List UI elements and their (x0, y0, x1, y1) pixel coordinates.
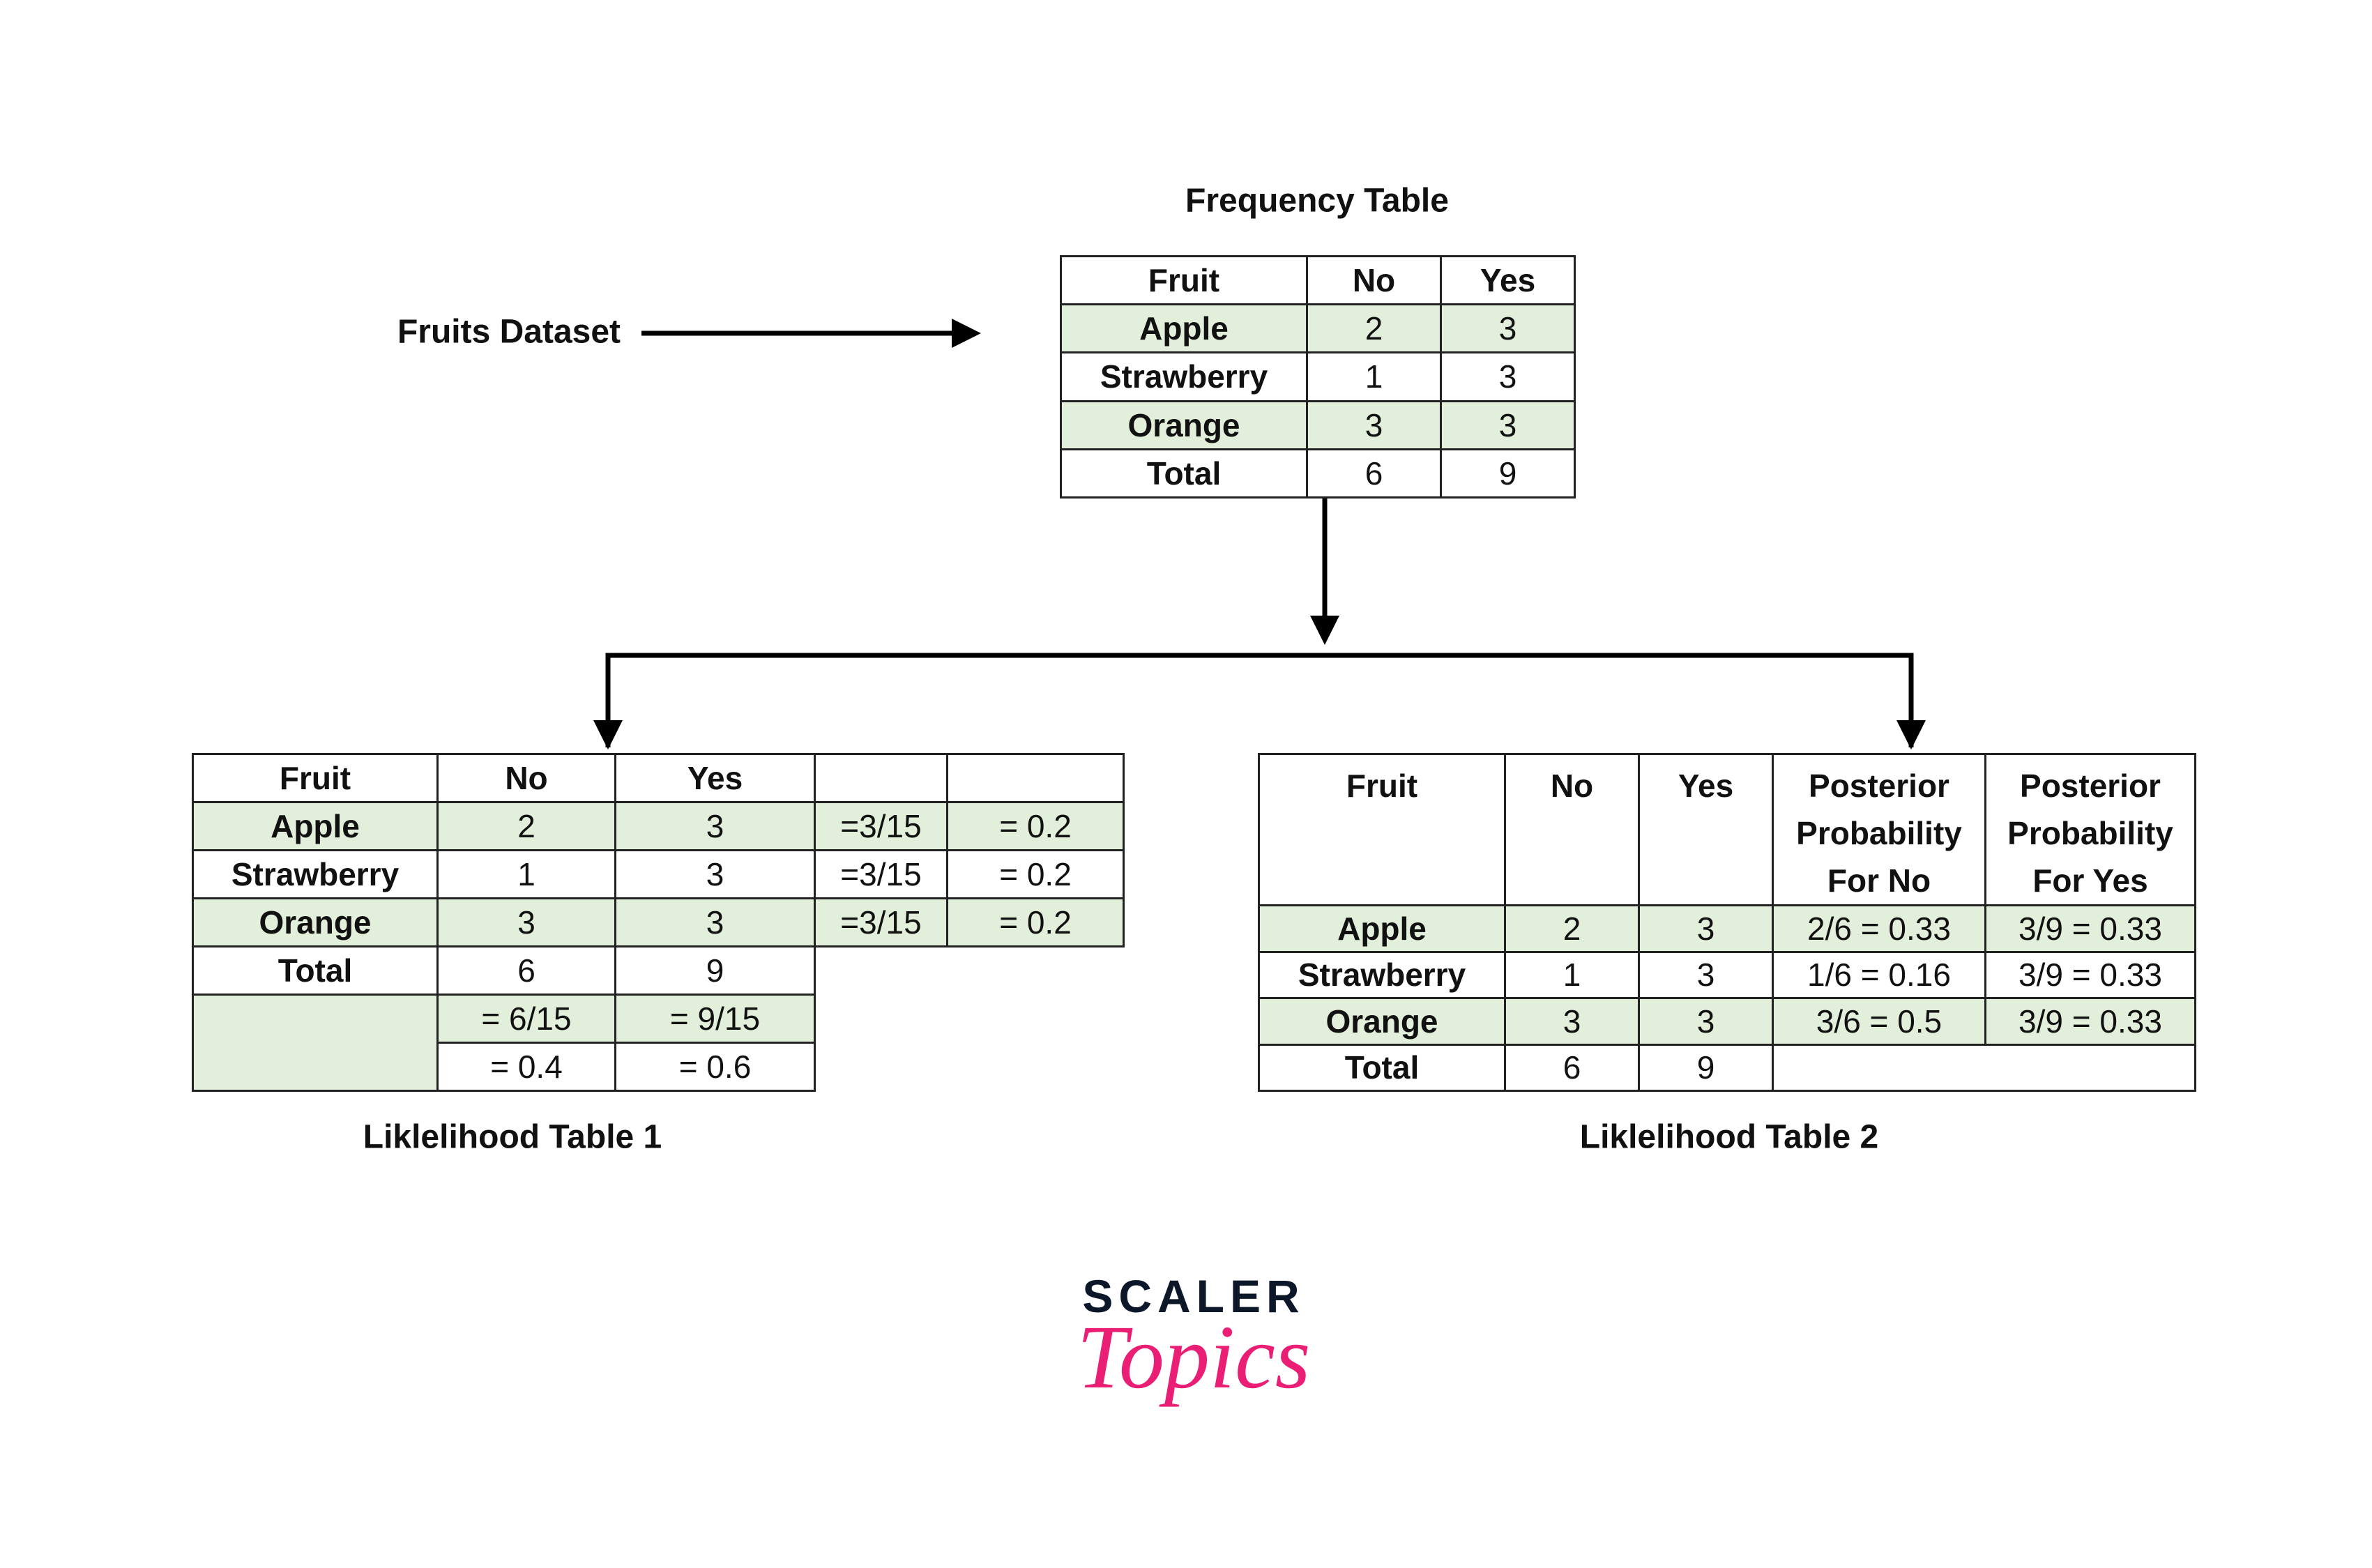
table-cell: 2 (1504, 904, 1640, 953)
row-label: Strawberry (1258, 950, 1506, 999)
row-label: Orange (1060, 399, 1308, 450)
likelihood-table-1-caption: Liklelihood Table 1 (363, 1118, 662, 1156)
prior-label-cell (192, 994, 439, 1092)
table-cell: 1 (1504, 950, 1640, 999)
table-cell: 9 (1638, 1043, 1774, 1092)
table-cell: 2/6 = 0.33 (1772, 904, 1986, 953)
fruits-dataset-label: Fruits Dataset (397, 313, 621, 351)
table-cell: 1 (1306, 351, 1442, 402)
row-label: Strawberry (1060, 351, 1308, 402)
table-cell: 3 (1440, 351, 1576, 402)
likelihood-table-2-caption: Liklelihood Table 2 (1579, 1118, 1879, 1156)
table-cell: 3 (1440, 399, 1576, 450)
table-cell: 3 (614, 801, 816, 851)
table-cell: 3/9 = 0.33 (1984, 950, 2196, 999)
table-cell: 6 (1504, 1043, 1640, 1092)
row-label: Orange (192, 897, 439, 947)
row-label: Apple (1258, 904, 1506, 953)
column-header: Yes (1638, 753, 1774, 906)
table-cell: 6 (436, 945, 616, 996)
column-header (814, 753, 948, 803)
table-cell: = 0.2 (946, 897, 1125, 947)
empty-cell (1772, 1043, 2196, 1092)
column-header: No (436, 753, 616, 803)
row-label: Total (192, 945, 439, 996)
table-cell: =3/15 (814, 849, 948, 899)
table-cell: 2 (1306, 303, 1442, 354)
table-cell: = 0.2 (946, 801, 1125, 851)
table-cell: 3/9 = 0.33 (1984, 997, 2196, 1046)
column-header: Posterior Probability For Yes (1984, 753, 2196, 906)
table-cell: =3/15 (814, 897, 948, 947)
table-cell: 3 (1504, 997, 1640, 1046)
prior-yes-value: = 0.6 (614, 1042, 816, 1092)
table-cell: 3 (1440, 303, 1576, 354)
column-header: Posterior Probability For No (1772, 753, 1986, 906)
row-label: Total (1258, 1043, 1506, 1092)
table-cell: 9 (1440, 448, 1576, 499)
prior-yes: = 9/15 (614, 994, 816, 1044)
row-label: Strawberry (192, 849, 439, 899)
svg-text:Topics: Topics (1077, 1307, 1311, 1408)
row-label: Total (1060, 448, 1308, 499)
table-cell: 3 (614, 849, 816, 899)
prior-value-row: = 0.4= 0.6 (193, 1042, 1124, 1092)
column-header: Yes (1440, 254, 1576, 306)
frequency-table-title: Frequency Table (1185, 182, 1449, 220)
table-cell: 1/6 = 0.16 (1772, 950, 1986, 999)
table-cell: 3/6 = 0.5 (1772, 997, 1986, 1046)
prior-no-value: = 0.4 (436, 1042, 616, 1092)
table-cell: 1 (436, 849, 616, 899)
svg-text:SCALER: SCALER (1082, 1270, 1305, 1322)
row-label: Apple (192, 801, 439, 851)
table-cell: =3/15 (814, 801, 948, 851)
table-cell: 3 (1306, 399, 1442, 450)
table-cell: 3 (436, 897, 616, 947)
table-cell: 9 (614, 945, 816, 996)
row-label: Orange (1258, 997, 1506, 1046)
column-header (946, 753, 1125, 803)
prior-fraction-row: = 6/15= 9/15 (192, 994, 1124, 1092)
table-cell: 3 (1638, 997, 1774, 1046)
column-header: Fruit (192, 753, 439, 803)
table-cell: 3 (614, 897, 816, 947)
column-header: No (1306, 254, 1442, 306)
column-header: Fruit (1060, 254, 1308, 306)
table-cell: 2 (436, 801, 616, 851)
table-cell: 3/9 = 0.33 (1984, 904, 2196, 953)
row-label: Apple (1060, 303, 1308, 354)
table-cell: 3 (1638, 904, 1774, 953)
table-cell: 3 (1638, 950, 1774, 999)
column-header: No (1504, 753, 1640, 906)
column-header: Fruit (1258, 753, 1506, 906)
table-cell: = 0.2 (946, 849, 1125, 899)
prior-no: = 6/15 (436, 994, 616, 1044)
table-cell: 6 (1306, 448, 1442, 499)
column-header: Yes (614, 753, 816, 803)
